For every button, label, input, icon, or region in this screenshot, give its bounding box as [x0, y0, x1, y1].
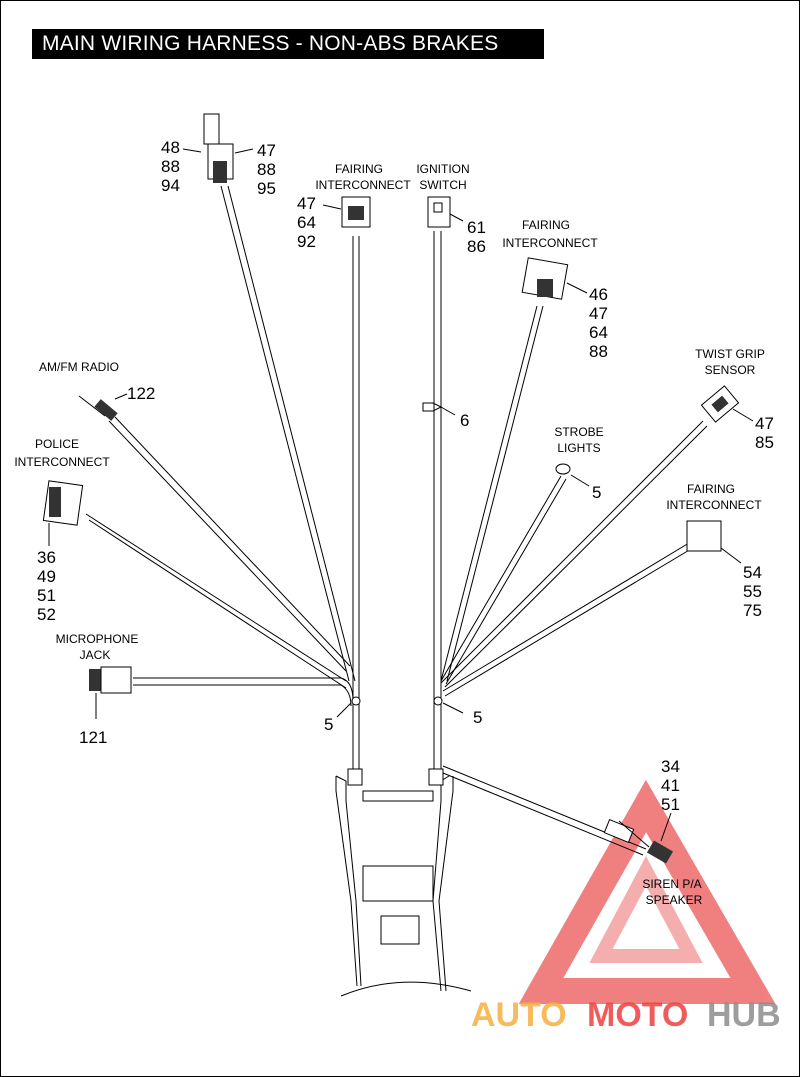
svg-text:64: 64: [297, 213, 316, 232]
microphone-jack-label: MICROPHONE JACK 121: [56, 632, 139, 747]
leader-lines: [48, 148, 754, 848]
svg-text:49: 49: [37, 567, 56, 586]
svg-text:48: 48: [161, 138, 180, 157]
svg-text:88: 88: [161, 157, 180, 176]
svg-text:85: 85: [755, 433, 774, 452]
svg-text:MOTO: MOTO: [587, 996, 688, 1034]
am-fm-radio-connector-icon: [78, 395, 118, 421]
fairing-interconnect-2-label: FAIRING INTERCONNECT 46 47 64 88: [502, 218, 608, 361]
svg-text:46: 46: [589, 285, 608, 304]
svg-text:MICROPHONE: MICROPHONE: [56, 632, 139, 646]
svg-text:88: 88: [257, 160, 276, 179]
svg-text:JACK: JACK: [80, 648, 111, 662]
clip-6-label: 6: [460, 411, 469, 430]
svg-text:64: 64: [589, 323, 608, 342]
relay-right-refs: 47 88 95: [257, 141, 276, 198]
clip-right-label: 5: [473, 708, 482, 727]
svg-text:61: 61: [467, 218, 486, 237]
svg-text:94: 94: [161, 176, 180, 195]
wire-bundle: [85, 185, 708, 856]
svg-text:47: 47: [755, 414, 774, 433]
svg-text:36: 36: [37, 548, 56, 567]
svg-text:5: 5: [592, 483, 601, 502]
svg-text:51: 51: [661, 795, 680, 814]
svg-text:5: 5: [473, 708, 482, 727]
svg-text:6: 6: [460, 411, 469, 430]
svg-text:LIGHTS: LIGHTS: [557, 441, 600, 455]
relay-left-refs: 48 88 94: [161, 138, 180, 195]
svg-text:5: 5: [324, 715, 333, 734]
svg-text:POLICE: POLICE: [35, 437, 79, 451]
am-fm-radio-label: AM/FM RADIO 122: [39, 360, 155, 403]
fairing-interconnect-1-label: FAIRING INTERCONNECT 47 64 92: [297, 162, 411, 251]
svg-text:86: 86: [467, 237, 486, 256]
fairing-interconnect-2-connector-icon: [521, 257, 569, 300]
svg-text:55: 55: [743, 582, 762, 601]
svg-text:STROBE: STROBE: [554, 425, 603, 439]
svg-text:IGNITION: IGNITION: [416, 162, 469, 176]
svg-text:AUTO: AUTO: [471, 996, 567, 1034]
microphone-jack-connector-icon: [89, 666, 132, 694]
svg-text:51: 51: [37, 586, 56, 605]
relay-connector-icon: [203, 113, 234, 183]
svg-text:SENSOR: SENSOR: [705, 363, 756, 377]
police-interconnect-label: POLICE INTERCONNECT 36 49 51 52: [14, 437, 110, 624]
svg-text:HUB: HUB: [707, 996, 781, 1034]
svg-text:95: 95: [257, 179, 276, 198]
svg-text:INTERCONNECT: INTERCONNECT: [502, 236, 598, 250]
svg-text:47: 47: [257, 141, 276, 160]
svg-text:54: 54: [743, 563, 762, 582]
svg-text:SWITCH: SWITCH: [419, 178, 466, 192]
svg-text:INTERCONNECT: INTERCONNECT: [666, 498, 762, 512]
siren-speaker-connector-icon: [646, 840, 674, 864]
page-title: MAIN WIRING HARNESS - NON-ABS BRAKES: [32, 29, 544, 59]
fairing-interconnect-1-connector-icon: [341, 196, 371, 228]
svg-text:41: 41: [661, 776, 680, 795]
watermark-logo: [518, 779, 776, 1004]
strobe-lights-label: STROBE LIGHTS 5: [554, 425, 603, 502]
svg-text:88: 88: [589, 342, 608, 361]
harness-housing: [335, 768, 472, 997]
twist-grip-sensor-label: TWIST GRIP SENSOR 47 85: [695, 347, 774, 452]
svg-text:75: 75: [743, 601, 762, 620]
svg-text:47: 47: [589, 304, 608, 323]
siren-pa-speaker-label: 34 41 51 SIREN P/A SPEAKER: [642, 757, 702, 907]
svg-text:FAIRING: FAIRING: [335, 162, 383, 176]
svg-text:47: 47: [297, 194, 316, 213]
ignition-switch-label: IGNITION SWITCH 61 86: [416, 162, 486, 256]
svg-text:FAIRING: FAIRING: [522, 218, 570, 232]
fairing-interconnect-3-label: FAIRING INTERCONNECT 54 55 75: [666, 482, 762, 620]
svg-text:SIREN P/A: SIREN P/A: [642, 877, 701, 891]
watermark-text: AUTO MOTO HUB: [471, 996, 781, 1034]
svg-text:TWIST GRIP: TWIST GRIP: [695, 347, 765, 361]
clip-left-label: 5: [324, 715, 333, 734]
fairing-interconnect-3-connector-icon: [686, 520, 722, 552]
svg-text:INTERCONNECT: INTERCONNECT: [315, 178, 411, 192]
svg-text:FAIRING: FAIRING: [687, 482, 735, 496]
svg-text:SPEAKER: SPEAKER: [646, 893, 703, 907]
strobe-lights-connector-icon: [555, 463, 571, 475]
svg-text:AM/FM RADIO: AM/FM RADIO: [39, 360, 119, 374]
ignition-switch-connector-icon: [427, 196, 451, 228]
svg-text:121: 121: [79, 728, 107, 747]
svg-text:INTERCONNECT: INTERCONNECT: [14, 455, 110, 469]
clip-icons: [351, 402, 443, 706]
twist-grip-connector-icon: [700, 385, 740, 423]
svg-text:52: 52: [37, 605, 56, 624]
police-interconnect-connector-icon: [42, 480, 84, 526]
svg-text:92: 92: [297, 232, 316, 251]
svg-text:122: 122: [127, 384, 155, 403]
svg-text:34: 34: [661, 757, 680, 776]
